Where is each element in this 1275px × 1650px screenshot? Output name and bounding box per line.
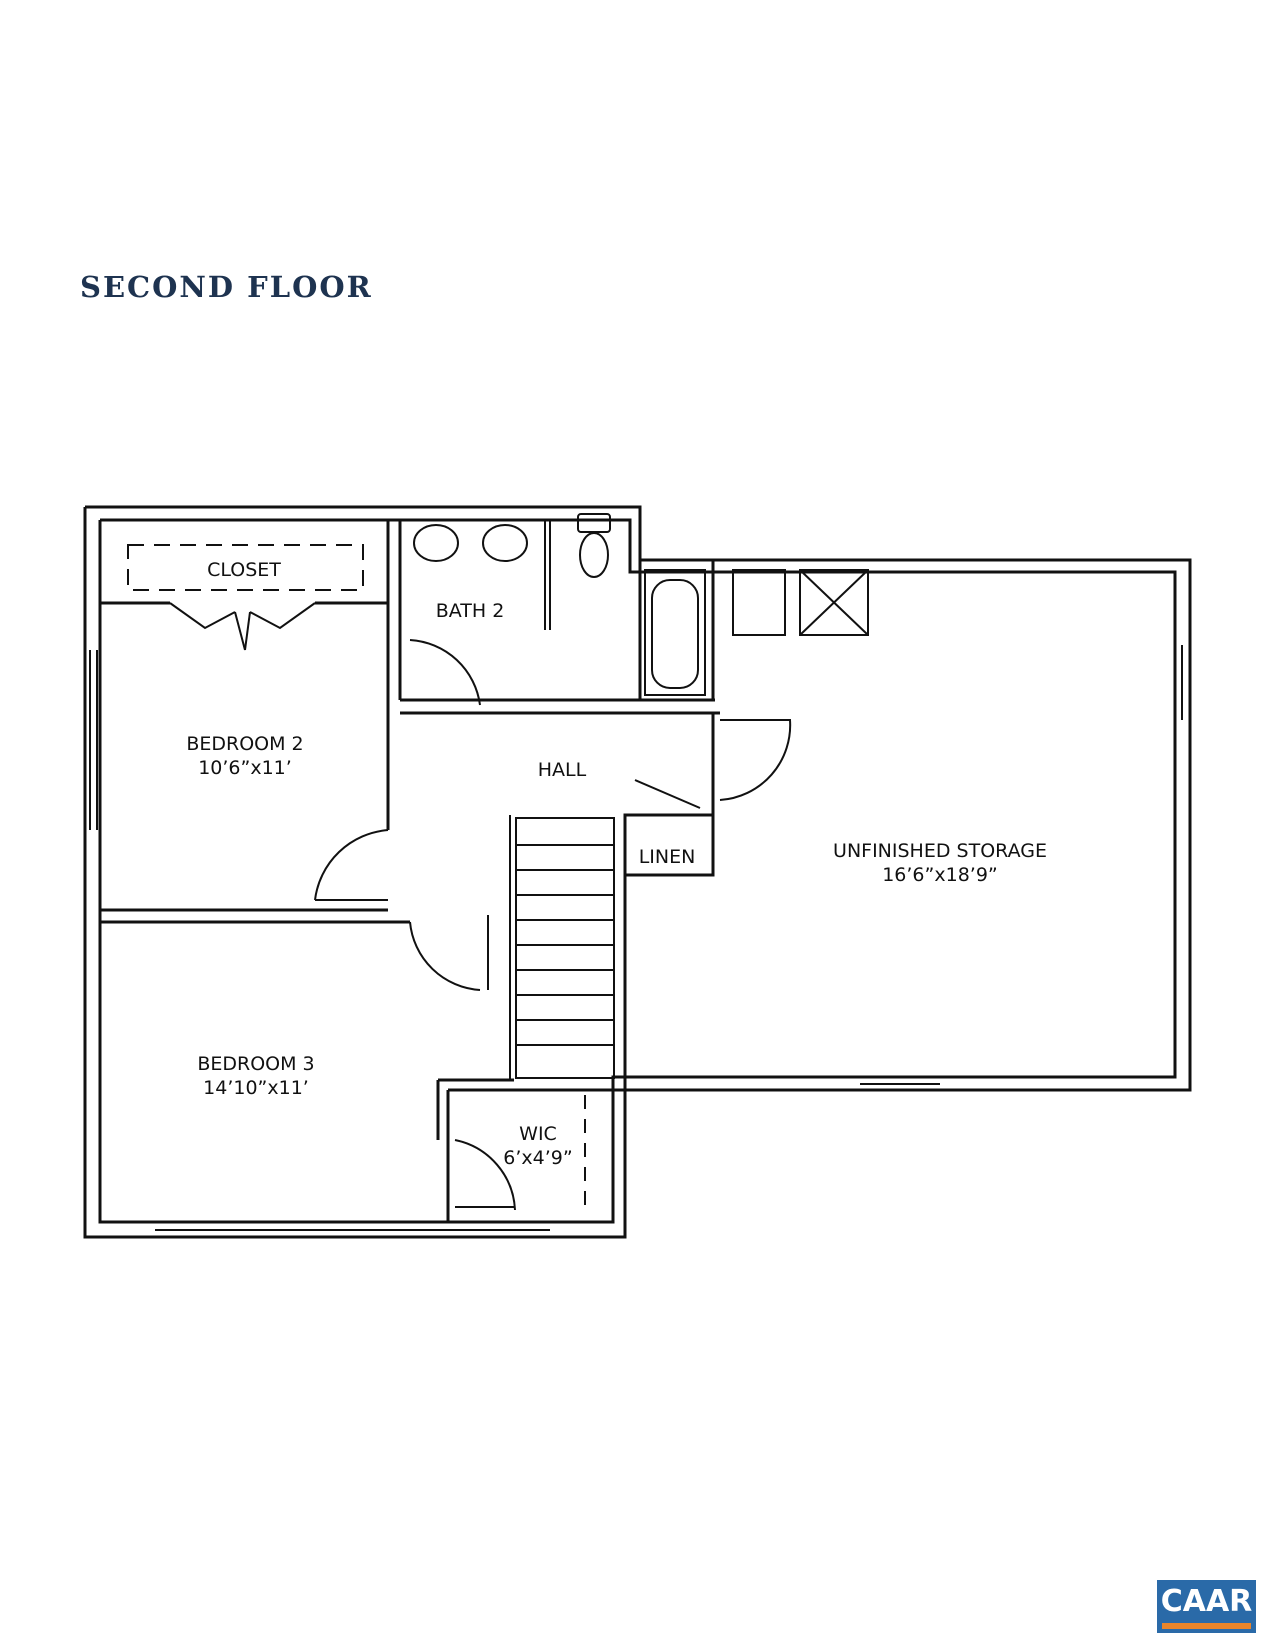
bedroom2-label: BEDROOM 2 [186, 733, 303, 755]
bath2-label: BATH 2 [436, 600, 505, 622]
storage-size: 16’6”x18’9” [882, 864, 998, 886]
outer-wall [83, 505, 1192, 1239]
bedroom3-label: BEDROOM 3 [197, 1053, 314, 1075]
hall-label: HALL [538, 759, 587, 781]
bedroom2-size: 10’6”x11’ [198, 757, 292, 779]
inner-wall-outline [98, 518, 1177, 1224]
wic-label: WIC [519, 1123, 557, 1145]
logo-text: CAAR [1160, 1584, 1253, 1619]
wic-size: 6’x4’9” [503, 1147, 572, 1169]
logo-accent-strip [1162, 1623, 1251, 1629]
page-title: SECOND FLOOR [80, 270, 373, 304]
closet-label: CLOSET [207, 559, 281, 581]
linen-label: LINEN [639, 846, 696, 868]
storage-label: UNFINISHED STORAGE [833, 840, 1047, 862]
caar-logo: CAAR [1157, 1580, 1256, 1633]
bedroom3-size: 14’10”x11’ [203, 1077, 309, 1099]
